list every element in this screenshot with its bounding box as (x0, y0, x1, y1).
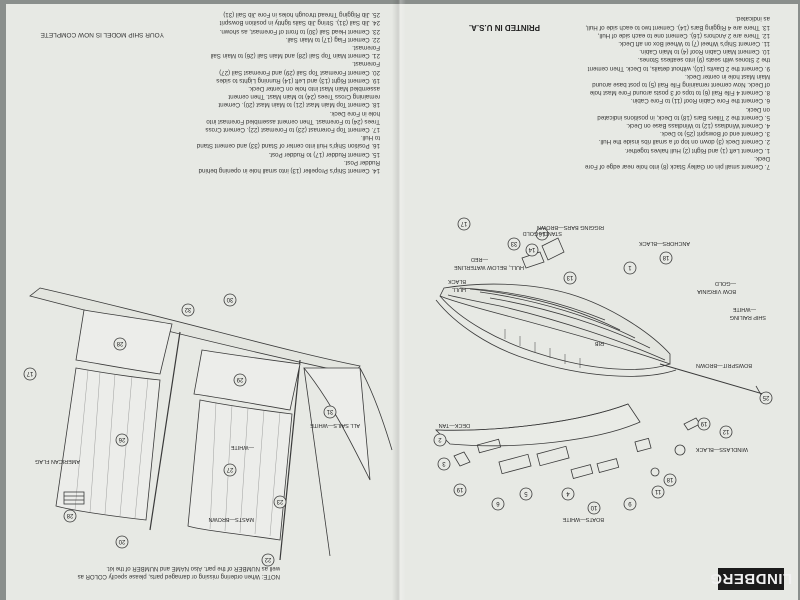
callout-label: ANCHORS—BLACK (639, 240, 690, 246)
callout-label: HULL (452, 286, 466, 292)
callout-label: SHIP RAILING (730, 314, 766, 320)
part-number: 18 (662, 254, 669, 260)
callout-label: ALL SAILS—WHITE (310, 422, 360, 428)
part-number: 26 (118, 436, 125, 442)
american-flag-drawing (63, 491, 85, 505)
sails-drawing (29, 287, 393, 561)
small-parts-drawing (453, 417, 701, 479)
callout-label: STAND—GOLD (523, 230, 562, 236)
part-number: 22 (264, 556, 271, 562)
part-number: 30 (226, 296, 233, 302)
sail-callout-circles (23, 293, 337, 567)
part-number: 23 (276, 498, 283, 504)
part-number: 11 (654, 488, 661, 494)
part-number: 10 (590, 504, 597, 510)
ship-railing-drawing (504, 329, 581, 368)
part-number: 17 (26, 370, 33, 376)
callout-label: MASTS—BROWN (208, 516, 254, 522)
page-fold (392, 0, 406, 600)
callout-label: —WHITE (732, 306, 756, 312)
part-number: 12 (722, 428, 729, 434)
part-number: 4 (566, 490, 570, 496)
part-number: 1 (628, 264, 632, 270)
callout-label: AMERICAN FLAG (35, 458, 80, 464)
deck-drawing (435, 403, 641, 447)
callout-label: —GOLD (715, 280, 736, 286)
callout-label: HULL, BELOW WATERLINE (454, 264, 524, 270)
part-number: 3 (442, 460, 446, 466)
part-number: 2 (438, 436, 442, 442)
part-number: 27 (226, 466, 233, 472)
callout-label: BOATS—WHITE (562, 516, 604, 522)
callout-label: —WHITE (230, 444, 254, 450)
part-number: 17 (460, 220, 467, 226)
part-number: 19 (456, 486, 463, 492)
part-number: 31 (326, 408, 333, 414)
callout-label: BLACK (448, 278, 466, 284)
part-number: 29 (236, 376, 243, 382)
callout-label: RIGGING BARS—BROWN (537, 224, 604, 230)
part-number: 28 (116, 340, 123, 346)
part-number: 16 (538, 230, 545, 236)
part-number: 13 (566, 274, 573, 280)
part-number: 6 (496, 500, 500, 506)
callout-label: BOWSPRIT—BROWN (696, 362, 752, 368)
part-number: 9 (628, 500, 632, 506)
stand-drawing (521, 237, 565, 269)
callout-label: BOW VIRGINIA (697, 288, 736, 294)
part-number: 5 (524, 490, 528, 496)
hull-drawing (435, 283, 677, 377)
part-callout-circles (433, 217, 773, 515)
callout-label: RIB (595, 340, 605, 346)
part-number: 19 (700, 420, 707, 426)
callout-label: —RED (471, 256, 488, 262)
part-number: 33 (510, 240, 517, 246)
part-number: 28 (66, 512, 73, 518)
callout-label: DECK—TAN (439, 422, 470, 428)
part-number: 18 (666, 476, 673, 482)
bowsprit-drawing (659, 363, 771, 401)
part-number: 20 (118, 538, 125, 544)
part-number: 32 (184, 306, 191, 312)
part-number: 25 (762, 394, 769, 400)
callout-label: WINDLASS—BLACK (695, 446, 748, 452)
part-number: 14 (528, 246, 535, 252)
